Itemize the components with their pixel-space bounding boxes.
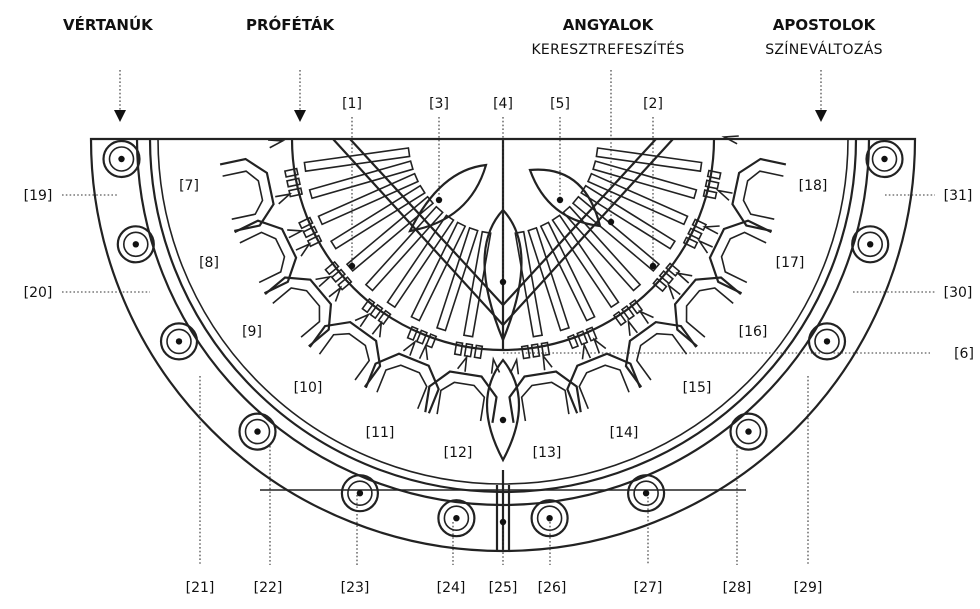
label-26: [26] bbox=[538, 580, 567, 596]
niche-figure bbox=[308, 285, 417, 388]
medallion bbox=[807, 322, 847, 361]
ray-bar bbox=[592, 160, 698, 200]
ray-bar bbox=[317, 172, 420, 226]
label-27: [27] bbox=[634, 580, 663, 596]
ray-bar bbox=[551, 214, 620, 309]
label-5: [5] bbox=[550, 96, 570, 112]
label-17: [17] bbox=[776, 255, 805, 271]
ray-bar bbox=[308, 160, 414, 200]
label-8: [8] bbox=[199, 255, 219, 271]
label-21: [21] bbox=[186, 580, 215, 596]
label-28: [28] bbox=[723, 580, 752, 596]
niche-figure bbox=[592, 283, 698, 388]
medallion bbox=[865, 139, 904, 179]
label-30: [30] bbox=[944, 285, 973, 301]
niche-figure bbox=[702, 135, 787, 235]
label-2: [2] bbox=[643, 96, 663, 112]
label-9: [9] bbox=[242, 324, 262, 340]
label-10: [10] bbox=[294, 380, 323, 396]
ray-bar bbox=[462, 230, 492, 338]
medallion bbox=[116, 225, 155, 264]
label-13: [13] bbox=[533, 445, 562, 461]
label-1: [1] bbox=[342, 96, 362, 112]
label-16: [16] bbox=[739, 324, 768, 340]
medallion bbox=[626, 474, 666, 513]
label-23: [23] bbox=[341, 580, 370, 596]
ray-bar bbox=[303, 147, 411, 173]
niche-figure bbox=[637, 239, 742, 348]
leader-lines bbox=[62, 70, 935, 565]
ray-bar bbox=[329, 184, 426, 250]
label-19: [19] bbox=[24, 188, 53, 204]
header-angels: ANGYALOK bbox=[563, 16, 655, 34]
label-25: [25] bbox=[489, 580, 518, 596]
label-18: [18] bbox=[799, 178, 828, 194]
medallion bbox=[159, 322, 199, 361]
niche-figure bbox=[418, 341, 520, 424]
label-24: [24] bbox=[437, 580, 466, 596]
niche-figures bbox=[219, 135, 787, 424]
niche-figure bbox=[264, 242, 371, 348]
medallion bbox=[238, 412, 277, 451]
niche-figure bbox=[219, 139, 305, 239]
niche-figure bbox=[234, 192, 333, 295]
label-20: [20] bbox=[24, 285, 53, 301]
ray-bar bbox=[586, 172, 689, 226]
label-29: [29] bbox=[794, 580, 823, 596]
header-apostles: APOSTOLOK bbox=[773, 16, 877, 34]
label-15: [15] bbox=[683, 380, 712, 396]
niche-figure bbox=[364, 320, 468, 414]
label-3: [3] bbox=[429, 96, 449, 112]
medallion bbox=[340, 474, 379, 513]
niche-figure bbox=[675, 189, 772, 295]
label-31: [31] bbox=[944, 188, 973, 204]
niche-figure bbox=[542, 318, 642, 414]
ray-bar bbox=[595, 147, 703, 173]
label-12: [12] bbox=[444, 445, 473, 461]
medallion bbox=[102, 139, 141, 179]
rays-left bbox=[303, 147, 492, 338]
header-crucifixion: KERESZTREFESZÍTÉS bbox=[531, 41, 684, 58]
medallions bbox=[102, 139, 904, 538]
label-4: [4] bbox=[493, 96, 513, 112]
rays-right bbox=[514, 147, 703, 338]
label-6: [6] bbox=[954, 346, 974, 362]
label-22: [22] bbox=[254, 580, 283, 596]
label-14: [14] bbox=[610, 425, 639, 441]
ray-bar bbox=[562, 205, 642, 292]
header-prophets: PRÓFÉTÁK bbox=[246, 15, 335, 34]
ray-bar bbox=[364, 205, 444, 292]
ray-bar bbox=[539, 221, 596, 322]
ray-bar bbox=[410, 221, 467, 322]
header-arrows bbox=[114, 70, 827, 122]
ray-bar bbox=[527, 226, 571, 332]
ray-bar bbox=[571, 195, 661, 273]
header-martyrs: VÉRTANÚK bbox=[63, 15, 154, 34]
label-7: [7] bbox=[179, 178, 199, 194]
header-transfiguration: SZÍNEVÁLTOZÁS bbox=[765, 41, 883, 58]
medallion bbox=[851, 225, 890, 264]
ray-bar bbox=[435, 226, 479, 332]
number-labels: [1] [3] [4] [5] [2] [7] [8] [9] [10] [11… bbox=[24, 96, 974, 596]
medallion bbox=[729, 412, 768, 451]
label-11: [11] bbox=[366, 425, 395, 441]
medallion bbox=[437, 499, 476, 538]
niche-figure bbox=[490, 341, 592, 424]
ray-bar bbox=[514, 230, 544, 338]
